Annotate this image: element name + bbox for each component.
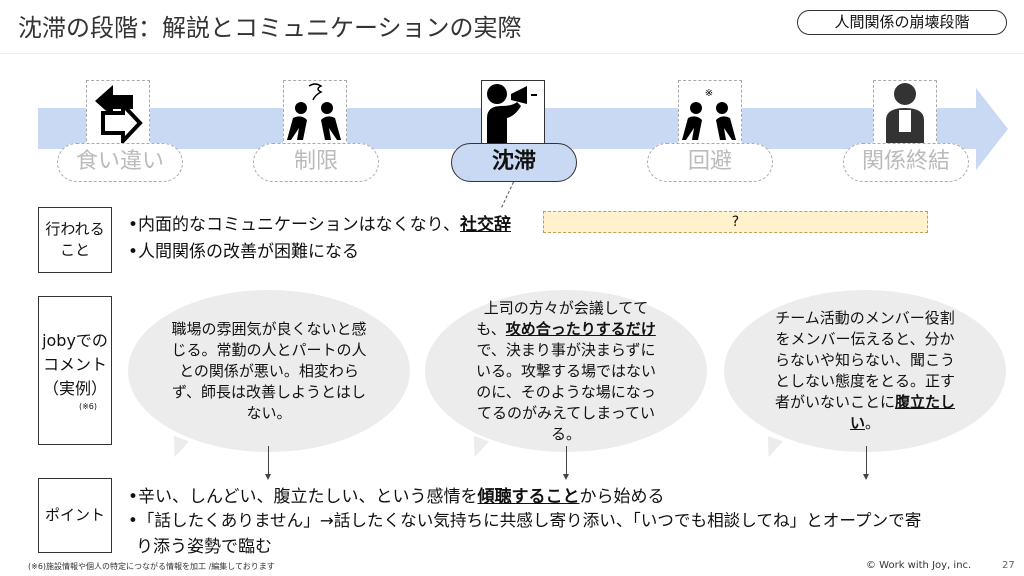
bubble-text-part: 上司の方々が会議してても、 bbox=[476, 298, 649, 338]
bullet-emphasis: 傾聴すること bbox=[477, 487, 580, 507]
page-number: 27 bbox=[1002, 560, 1015, 571]
bullet-item: •「話したくありません」→話したくない気持ちに共感し寄り添い、「いつでも相談して… bbox=[128, 511, 922, 530]
label-line: こと bbox=[59, 241, 90, 259]
footnote: (※6)施設情報や個人の特定につながる情報を加工 /編集しております bbox=[28, 562, 275, 571]
bullet-text: •辛い、しんどい、腹立たしい、という感情を bbox=[128, 487, 478, 507]
conflicting-arrows-icon bbox=[86, 80, 150, 146]
label-line: 行われる bbox=[45, 220, 105, 238]
down-arrow bbox=[265, 446, 271, 480]
label-line: jobyでの bbox=[42, 330, 108, 350]
bubble-tail bbox=[761, 435, 783, 461]
bubble-text-part: チーム活動のメンバー役割をメンバー伝えると、分からないや知らない、聞こうとしない… bbox=[774, 309, 955, 411]
bullet-item: •内面的なコミュニケーションはなくなり、社交辞 bbox=[128, 210, 511, 235]
speech-bubble: 職場の雰囲気が良くないと感じる。常勤の人とパートの人との関係が悪い。相変わらず、… bbox=[128, 290, 410, 452]
row-label-done: 行われる こと bbox=[38, 207, 112, 273]
row-label-comments: jobyでの コメント （実例） (※6) bbox=[38, 296, 112, 445]
speech-bubble: 上司の方々が会議してても、攻め合ったりするだけで、決まり事が決まらずにいる。攻撃… bbox=[425, 290, 707, 452]
arrow-head bbox=[976, 88, 1008, 170]
copyright: © Work with Joy, inc. bbox=[866, 560, 972, 571]
stage-pill[interactable]: 制限 bbox=[253, 143, 379, 182]
down-arrow bbox=[863, 446, 869, 480]
two-people-angry-icon: ※ bbox=[678, 80, 742, 146]
section-badge: 人間関係の崩壊段階 bbox=[797, 10, 1007, 35]
bullet-emphasis: 社交辞 bbox=[460, 215, 512, 235]
bubble-emphasis: 腹立たしい bbox=[849, 393, 956, 432]
stage-pill-active[interactable]: 沈滞 bbox=[451, 143, 577, 182]
bubble-emphasis: 攻め合ったりするだけ bbox=[505, 319, 656, 338]
page-title: 沈滞の段階：解説とコミュニケーションの実際 bbox=[18, 14, 522, 42]
label-line: コメント bbox=[42, 354, 107, 374]
bubble-text: 上司の方々が会議してても、攻め合ったりするだけで、決まり事が決まらずにいる。攻撃… bbox=[471, 298, 661, 445]
bubble-tail bbox=[167, 435, 189, 461]
stage-pill[interactable]: 食い違い bbox=[57, 143, 183, 182]
footnote-ref: (※6) bbox=[78, 401, 97, 411]
svg-text:※: ※ bbox=[705, 88, 713, 99]
bubble-text-part: で、決まり事が決まらずにいる。攻撃する場ではないのに、そのような場になってるのが… bbox=[475, 340, 656, 443]
row-label-points: ポイント bbox=[38, 478, 112, 553]
stage-pill[interactable]: 回避 bbox=[647, 143, 773, 182]
two-people-frustrated-icon bbox=[283, 80, 347, 146]
hidden-answer-box[interactable]: ? bbox=[543, 211, 928, 233]
label-line: （実例） bbox=[42, 378, 107, 398]
bubble-text-part: 。 bbox=[865, 414, 881, 432]
person-megaphone-icon bbox=[481, 80, 545, 146]
leader-line bbox=[501, 181, 514, 208]
bubble-text: 職場の雰囲気が良くないと感じる。常勤の人とパートの人との関係が悪い。相変わらず、… bbox=[171, 319, 367, 424]
bubble-text-part: 職場の雰囲気が良くないと感じる。常勤の人とパートの人との関係が悪い。相変わらず、… bbox=[171, 319, 367, 422]
bullet-item: •人間関係の改善が困難になる bbox=[128, 242, 360, 262]
header-bar bbox=[0, 0, 1024, 54]
speech-bubble: チーム活動のメンバー役割をメンバー伝えると、分からないや知らない、聞こうとしない… bbox=[724, 290, 1006, 452]
bubble-text: チーム活動のメンバー役割をメンバー伝えると、分からないや知らない、聞こうとしない… bbox=[769, 308, 961, 434]
bullet-text: から始める bbox=[579, 487, 665, 507]
label-line: ポイント bbox=[44, 506, 105, 524]
bullet-item: •辛い、しんどい、腹立たしい、という感情を傾聴することから始める bbox=[128, 482, 665, 507]
bullet-item-continued: り添う姿勢で臨む bbox=[136, 537, 272, 557]
down-arrow bbox=[563, 446, 569, 480]
stage-pill[interactable]: 関係終結 bbox=[843, 143, 969, 182]
bullet-text: •内面的なコミュニケーションはなくなり、 bbox=[128, 215, 461, 235]
person-resignation-letter-icon bbox=[873, 80, 937, 146]
